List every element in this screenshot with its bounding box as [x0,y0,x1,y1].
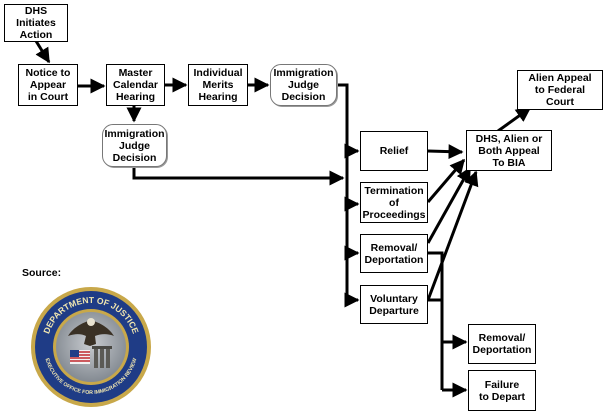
arrow-bia-to-federal [497,106,532,133]
dhs-initiates-action-box: DHS Initiates Action [4,4,68,42]
arrow-relief-to-bia [427,144,464,160]
individual-merits-hearing-box: Individual Merits Hearing [188,64,248,106]
doj-eoir-seal-logo: DEPARTMENT OF JUSTICE EXECUTIVE OFFICE F… [31,287,151,407]
immigration-judge-decision-top-box: Immigration Judge Decision [270,64,337,106]
arrow-dhs-to-notice [34,40,51,64]
failure-to-depart-box: Failure to Depart [468,370,536,411]
voluntary-departure-box: Voluntary Departure [360,285,428,324]
federal-court-appeal-box: Alien Appeal to Federal Court [517,70,603,110]
trunk-right [428,251,444,390]
termination-of-proceedings-box: Termination of Proceedings [360,182,428,223]
arrow-removal-to-bia [426,166,472,244]
source-label: Source: [22,267,62,279]
bia-appeal-box: DHS, Alien or Both Appeal To BIA [466,130,552,171]
notice-to-appear-box: Notice to Appear in Court [18,64,78,106]
arrow-decision-mid-to-trunk [132,166,345,186]
relief-box: Relief [360,131,428,171]
trunk-top-decision [337,83,349,300]
immigration-judge-decision-mid-box: Immigration Judge Decision [102,124,167,167]
master-calendar-hearing-box: Master Calendar Hearing [106,64,165,106]
arrow-termination-to-bia [426,158,466,203]
removal-deportation-final-box: Removal/ Deportation [468,324,536,364]
removal-deportation-box: Removal/ Deportation [360,234,428,273]
arrow-voluntary-to-bia [426,170,479,301]
